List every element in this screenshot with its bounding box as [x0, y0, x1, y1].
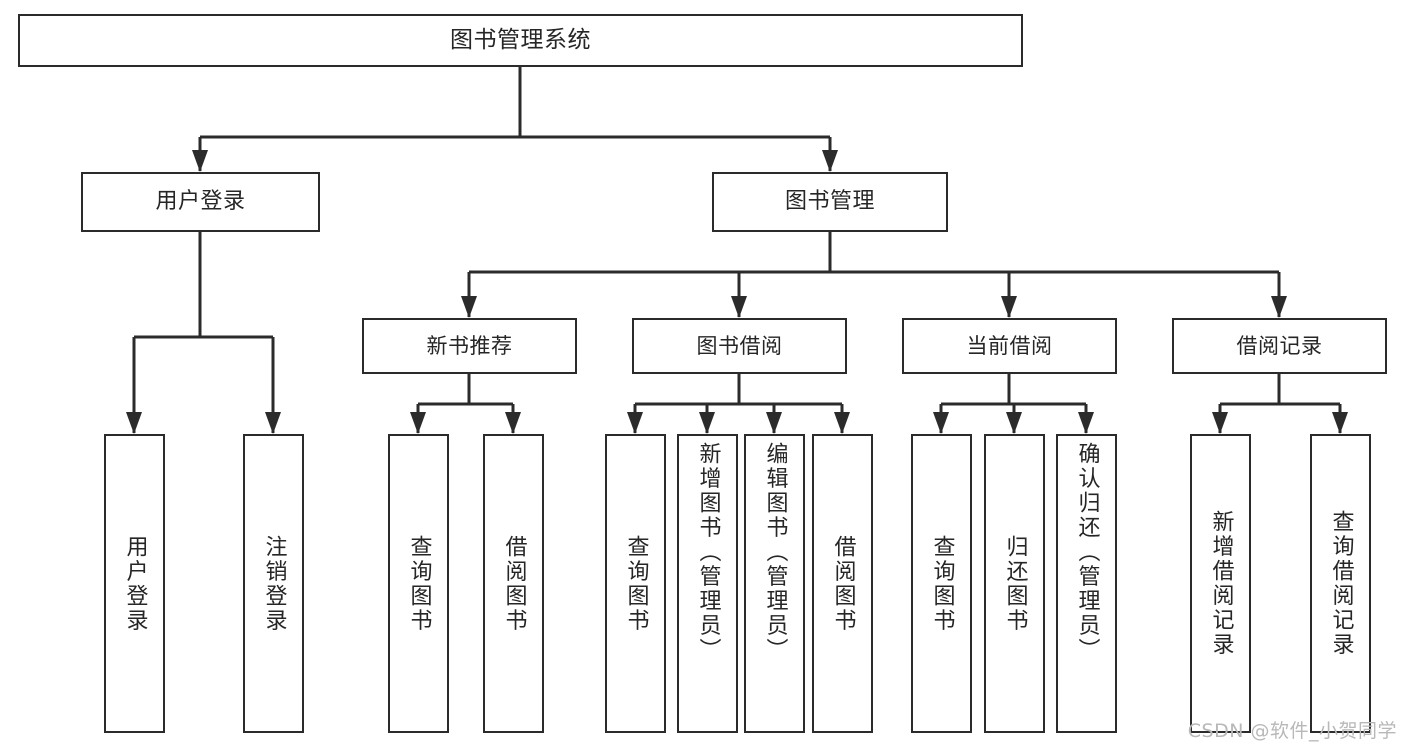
node-book-manage-label: 图书管理 [784, 189, 875, 215]
leaf-query-book-2-label: 查询图书 [623, 534, 649, 633]
leaf-confirm-return[interactable]: 确认归还（管理员） [1056, 434, 1117, 733]
leaf-borrow-book-2[interactable]: 借阅图书 [812, 434, 873, 733]
leaf-edit-book-label: 编辑图书（管理员） [762, 442, 788, 663]
node-book-borrow-label: 图书借阅 [696, 333, 783, 358]
leaf-borrow-book-1-label: 借阅图书 [501, 534, 527, 633]
node-user-login[interactable]: 用户登录 [81, 172, 320, 232]
leaf-logout[interactable]: 注销登录 [243, 434, 304, 733]
node-root[interactable]: 图书管理系统 [18, 14, 1023, 67]
leaf-query-book-3[interactable]: 查询图书 [911, 434, 972, 733]
leaf-query-book-1-label: 查询图书 [406, 534, 432, 633]
leaf-borrow-book-2-label: 借阅图书 [830, 534, 856, 633]
node-current-borrow-label: 当前借阅 [966, 333, 1053, 358]
leaf-query-book-1[interactable]: 查询图书 [388, 434, 449, 733]
leaf-add-record-label: 新增借阅记录 [1208, 510, 1234, 657]
leaf-query-record[interactable]: 查询借阅记录 [1310, 434, 1371, 733]
leaf-query-record-label: 查询借阅记录 [1328, 510, 1354, 657]
leaf-edit-book[interactable]: 编辑图书（管理员） [744, 434, 805, 733]
node-borrow-record-label: 借阅记录 [1236, 333, 1323, 358]
node-user-login-label: 用户登录 [155, 189, 246, 215]
node-new-book-rec-label: 新书推荐 [426, 333, 513, 358]
leaf-add-record[interactable]: 新增借阅记录 [1190, 434, 1251, 733]
leaf-add-book[interactable]: 新增图书（管理员） [677, 434, 738, 733]
leaf-add-book-label: 新增图书（管理员） [695, 442, 721, 663]
node-new-book-rec[interactable]: 新书推荐 [362, 318, 577, 374]
leaf-confirm-return-label: 确认归还（管理员） [1074, 442, 1100, 663]
leaf-query-book-2[interactable]: 查询图书 [605, 434, 666, 733]
node-book-borrow[interactable]: 图书借阅 [632, 318, 847, 374]
node-book-manage[interactable]: 图书管理 [712, 172, 948, 232]
node-borrow-record[interactable]: 借阅记录 [1172, 318, 1387, 374]
leaf-logout-label: 注销登录 [261, 534, 287, 633]
watermark-text: CSDN @软件_小贺同学 [1187, 720, 1397, 742]
leaf-return-book[interactable]: 归还图书 [984, 434, 1045, 733]
node-root-label: 图书管理系统 [450, 27, 591, 54]
node-current-borrow[interactable]: 当前借阅 [902, 318, 1117, 374]
leaf-borrow-book-1[interactable]: 借阅图书 [483, 434, 544, 733]
leaf-query-book-3-label: 查询图书 [929, 534, 955, 633]
leaf-user-login[interactable]: 用户登录 [104, 434, 165, 733]
leaf-return-book-label: 归还图书 [1002, 534, 1028, 633]
leaf-user-login-label: 用户登录 [122, 534, 148, 633]
